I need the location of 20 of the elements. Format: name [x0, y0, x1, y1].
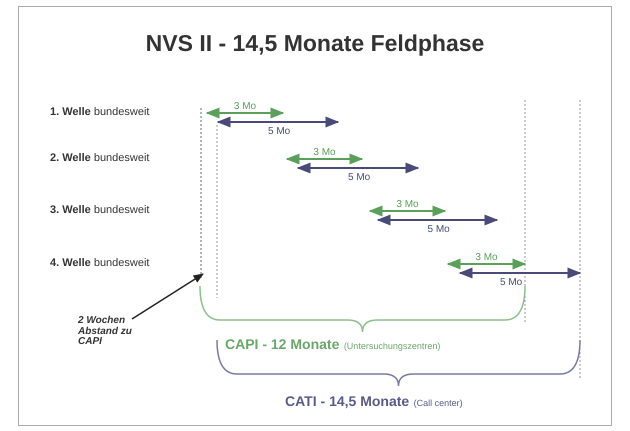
duration-label: 3 Mo	[312, 147, 337, 158]
duration-label: 3 Mo	[395, 199, 420, 210]
row-label: 4. Welle bundesweit	[50, 257, 150, 269]
duration-label: 5 Mo	[498, 277, 524, 288]
note: (Call center)	[414, 398, 463, 408]
duration-label: 5 Mo	[266, 126, 292, 137]
row-label: 1. Welle bundesweit	[50, 106, 150, 118]
row-label: 2. Welle bundesweit	[50, 152, 150, 164]
duration-label: 3 Mo	[474, 252, 499, 263]
duration-label: 5 Mo	[426, 224, 452, 235]
title: NVS II - 14,5 Monate Feldphase	[144, 30, 486, 57]
row-label: 3. Welle bundesweit	[50, 204, 150, 216]
note: (Untersuchungszentren)	[344, 341, 440, 351]
leader-arrow	[132, 273, 204, 320]
guide-line	[200, 108, 202, 280]
annotation-text: 2 Wochen Abstand zu CAPI	[78, 316, 133, 348]
duration-label: 5 Mo	[346, 172, 372, 183]
brace-label: CATI - 14,5 Monate	[285, 393, 410, 409]
brace-label: CAPI - 12 Monate	[225, 336, 340, 352]
duration-label: 3 Mo	[232, 101, 258, 112]
